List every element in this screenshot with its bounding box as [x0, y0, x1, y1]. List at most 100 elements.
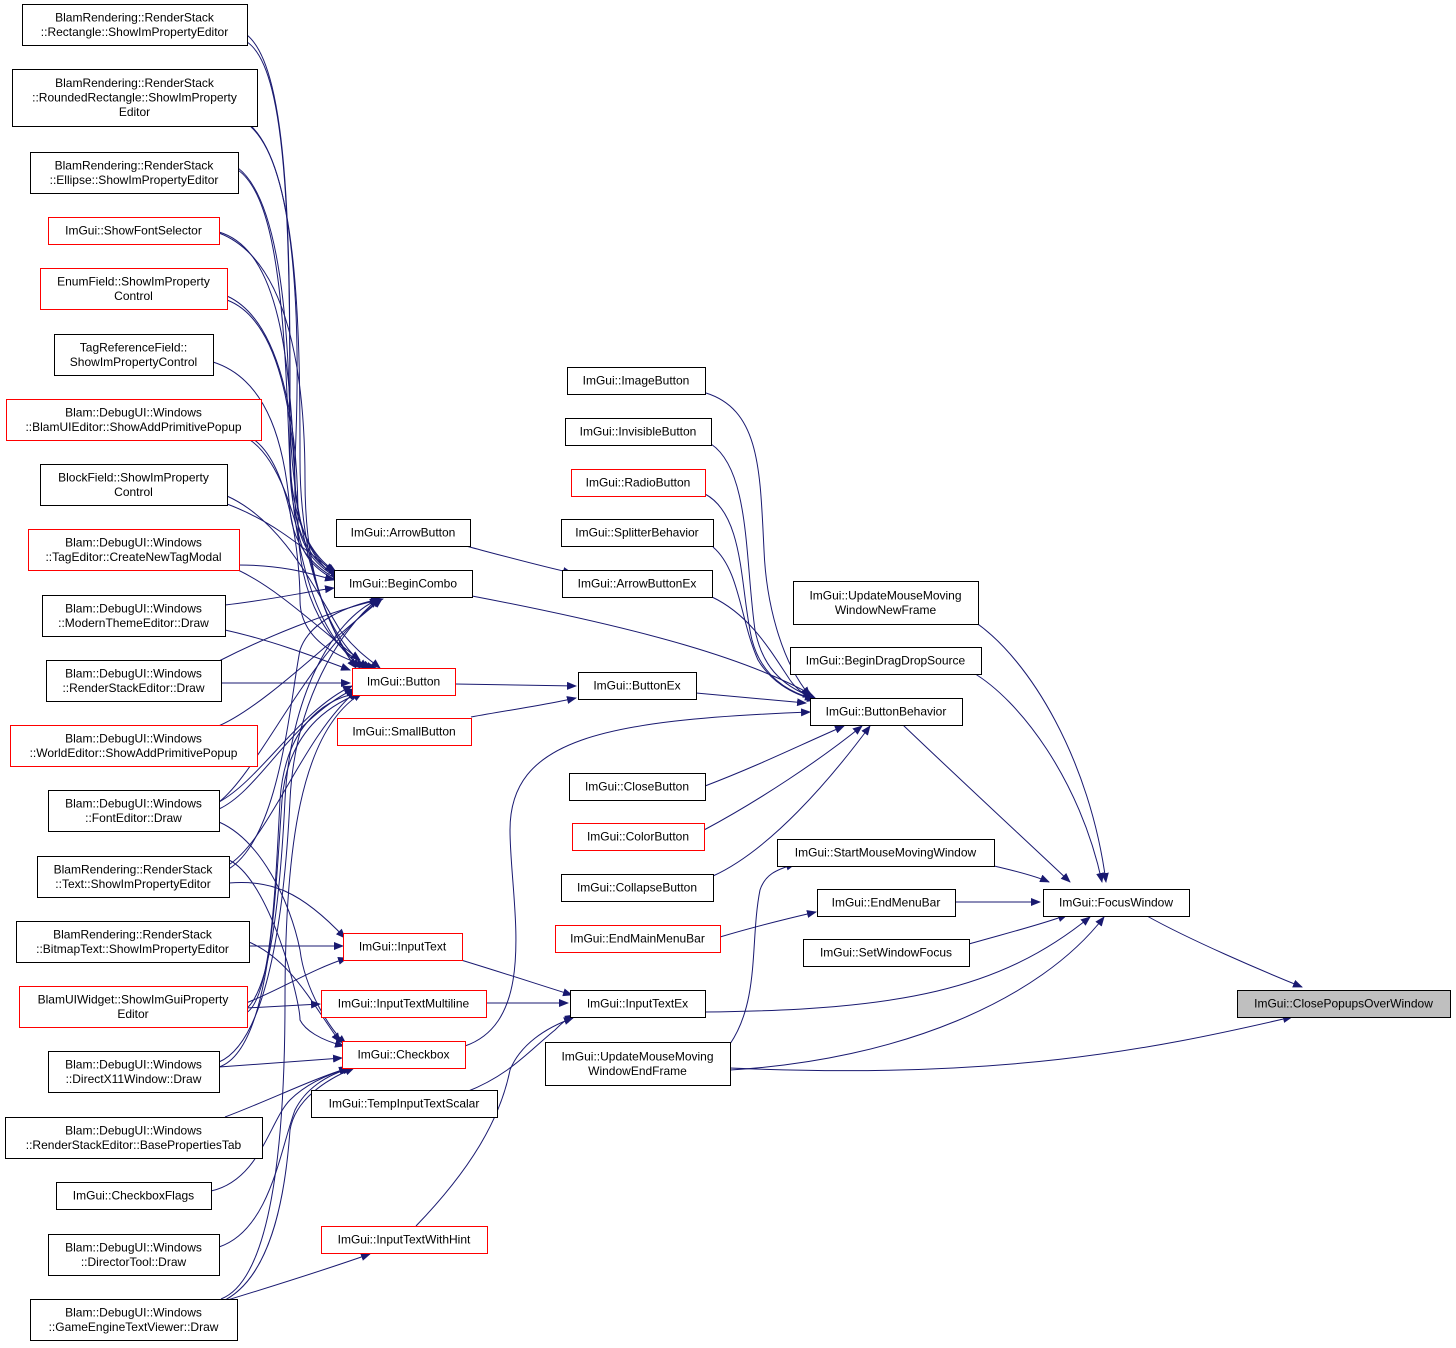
- node-arrowbuttonex[interactable]: ImGui::ArrowButtonEx: [562, 570, 713, 598]
- node-directx11[interactable]: Blam::DebugUI::Windows::DirectX11Window:…: [48, 1051, 220, 1093]
- node-label: EnumField::ShowImProperty: [57, 274, 210, 288]
- node-label: ImGui::UpdateMouseMoving: [809, 588, 961, 602]
- node-arrowbutton[interactable]: ImGui::ArrowButton: [336, 519, 471, 547]
- node-checkboxflags[interactable]: ImGui::CheckboxFlags: [56, 1182, 212, 1210]
- node-box: [561, 519, 714, 547]
- node-rectangle[interactable]: BlamRendering::RenderStack::Rectangle::S…: [22, 4, 248, 46]
- node-box: [565, 418, 712, 446]
- nodes: ImGui::ClosePopupsOverWindow ImGui::Focus…: [5, 4, 1451, 1341]
- node-label: ImGui::EndMainMenuBar: [570, 932, 705, 946]
- node-box: [578, 672, 697, 700]
- call-edge: [224, 585, 335, 606]
- node-box: [10, 725, 258, 767]
- edges: [210, 34, 1303, 1303]
- node-bitmaptext[interactable]: BlamRendering::RenderStack::BitmapText::…: [16, 921, 250, 963]
- node-box: [562, 570, 713, 598]
- node-closepopups[interactable]: ImGui::ClosePopupsOverWindow: [1237, 990, 1451, 1018]
- node-button[interactable]: ImGui::Button: [352, 668, 456, 696]
- node-box: [48, 1234, 220, 1276]
- node-blamuieditor[interactable]: Blam::DebugUI::Windows::BlamUIEditor::Sh…: [6, 399, 262, 441]
- node-tempinputtextscalar[interactable]: ImGui::TempInputTextScalar: [311, 1090, 498, 1118]
- node-invisiblebutton[interactable]: ImGui::InvisibleButton: [565, 418, 712, 446]
- node-moderntheme[interactable]: Blam::DebugUI::Windows::ModernThemeEdito…: [42, 595, 226, 637]
- call-edge: [249, 439, 349, 586]
- node-label: BlamRendering::RenderStack: [55, 10, 215, 24]
- node-inputtextmultiline[interactable]: ImGui::InputTextMultiline: [321, 990, 487, 1018]
- call-edge: [460, 959, 573, 997]
- call-edge: [218, 598, 382, 803]
- node-basepropertiestab[interactable]: Blam::DebugUI::Windows::RenderStackEdito…: [5, 1117, 263, 1159]
- node-inputtextex[interactable]: ImGui::InputTextEx: [570, 990, 706, 1018]
- call-edge: [249, 124, 361, 669]
- node-label: WindowEndFrame: [588, 1064, 687, 1078]
- call-edge: [224, 629, 351, 671]
- node-box: [572, 823, 705, 851]
- node-endmainmenubar[interactable]: ImGui::EndMainMenuBar: [555, 925, 721, 953]
- node-box: [5, 1117, 263, 1159]
- node-label: ::TagEditor::CreateNewTagModal: [45, 550, 221, 564]
- node-label: Control: [114, 289, 153, 303]
- call-edge: [248, 941, 341, 1043]
- call-edge: [249, 436, 377, 670]
- node-setwindowfocus[interactable]: ImGui::SetWindowFocus: [803, 939, 970, 967]
- node-inputtext[interactable]: ImGui::InputText: [343, 933, 463, 961]
- node-label: BlamUIWidget::ShowImGuiProperty: [38, 992, 229, 1006]
- node-box: [19, 986, 248, 1028]
- node-tagreffield[interactable]: TagReferenceField::ShowImPropertyControl: [54, 334, 214, 376]
- node-label: ImGui::TempInputTextScalar: [329, 1097, 480, 1111]
- node-splitterbehavior[interactable]: ImGui::SplitterBehavior: [561, 519, 714, 547]
- node-enumfield[interactable]: EnumField::ShowImPropertyControl: [40, 268, 228, 310]
- node-label: ImGui::ArrowButton: [351, 526, 456, 540]
- node-box: [22, 4, 248, 46]
- node-label: ImGui::ShowFontSelector: [65, 224, 202, 238]
- node-fonteditor[interactable]: Blam::DebugUI::Windows::FontEditor::Draw: [48, 790, 220, 832]
- node-checkbox[interactable]: ImGui::Checkbox: [342, 1041, 466, 1069]
- node-inputtextwithhint[interactable]: ImGui::InputTextWithHint: [321, 1226, 488, 1254]
- node-showfontselector[interactable]: ImGui::ShowFontSelector: [48, 217, 220, 245]
- call-edge: [226, 495, 381, 669]
- node-focuswindow[interactable]: ImGui::FocusWindow: [1043, 889, 1190, 917]
- node-blockfield[interactable]: BlockField::ShowImPropertyControl: [40, 464, 228, 506]
- node-label: ::RenderStackEditor::Draw: [62, 681, 204, 695]
- node-smallbutton[interactable]: ImGui::SmallButton: [337, 718, 472, 746]
- node-label: ImGui::InputTextMultiline: [338, 997, 470, 1011]
- node-colorbutton[interactable]: ImGui::ColorButton: [572, 823, 705, 851]
- node-endmenubar[interactable]: ImGui::EndMenuBar: [817, 889, 956, 917]
- call-edge: [415, 1017, 574, 1227]
- node-label: ImGui::SetWindowFocus: [820, 946, 952, 960]
- node-radiobutton[interactable]: ImGui::RadioButton: [571, 469, 706, 497]
- node-worldeditor[interactable]: Blam::DebugUI::Windows::WorldEditor::Sho…: [10, 725, 258, 767]
- node-directortool[interactable]: Blam::DebugUI::Windows::DirectorTool::Dr…: [48, 1234, 220, 1276]
- node-label: TagReferenceField::: [80, 340, 187, 354]
- node-box: [555, 925, 721, 953]
- node-label: Blam::DebugUI::Windows: [65, 601, 202, 615]
- node-begindragdrop[interactable]: ImGui::BeginDragDropSource: [790, 647, 982, 675]
- node-roundedrect[interactable]: BlamRendering::RenderStack::RoundedRecta…: [12, 69, 258, 127]
- node-buttonex[interactable]: ImGui::ButtonEx: [578, 672, 697, 700]
- node-imagebutton[interactable]: ImGui::ImageButton: [567, 367, 706, 395]
- node-label: Blam::DebugUI::Windows: [65, 405, 202, 419]
- node-text[interactable]: BlamRendering::RenderStack::Text::ShowIm…: [37, 856, 230, 898]
- node-label: ::RenderStackEditor::BasePropertiesTab: [26, 1138, 242, 1152]
- node-gameenginetextviewer[interactable]: Blam::DebugUI::Windows::GameEngineTextVi…: [30, 1299, 238, 1341]
- node-label: ImGui::FocusWindow: [1059, 896, 1173, 910]
- node-closebutton[interactable]: ImGui::CloseButton: [569, 773, 706, 801]
- node-label: ImGui::Button: [367, 675, 440, 689]
- node-collapsebutton[interactable]: ImGui::CollapseButton: [561, 874, 714, 902]
- node-tageditor[interactable]: Blam::DebugUI::Windows::TagEditor::Creat…: [28, 529, 240, 571]
- node-begincombo[interactable]: ImGui::BeginCombo: [334, 570, 473, 598]
- node-label: Blam::DebugUI::Windows: [65, 1057, 202, 1071]
- node-box: [6, 399, 262, 441]
- call-edge: [226, 596, 381, 871]
- node-ellipse[interactable]: BlamRendering::RenderStack::Ellipse::Sho…: [30, 152, 239, 194]
- node-label: ::FontEditor::Draw: [85, 811, 182, 825]
- node-label: ::DirectX11Window::Draw: [66, 1072, 202, 1086]
- node-renderstackeditor[interactable]: Blam::DebugUI::Windows::RenderStackEdito…: [46, 660, 222, 702]
- node-box: [790, 647, 982, 675]
- node-box: [42, 595, 226, 637]
- node-buttonbehavior[interactable]: ImGui::ButtonBehavior: [810, 698, 963, 726]
- node-startmousemoving[interactable]: ImGui::StartMouseMovingWindow: [777, 839, 995, 867]
